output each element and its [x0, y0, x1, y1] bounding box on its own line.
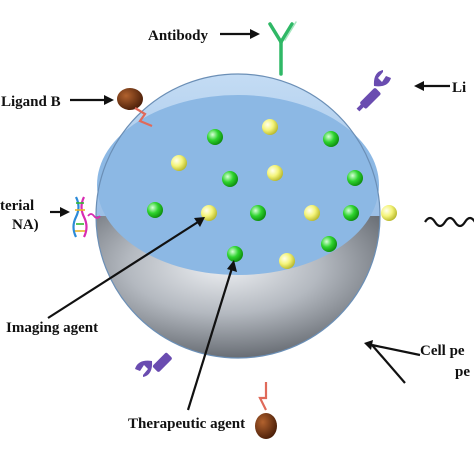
nanoparticle-sphere [95, 73, 381, 359]
green-agent [250, 205, 266, 221]
label-ligand-a: Li [452, 80, 466, 96]
wavy-peptide-icon [424, 216, 474, 228]
ligand-b-icon [255, 382, 277, 439]
label-cell-pe-line1: Cell pe [420, 343, 465, 359]
ligand-b-icon [117, 88, 153, 128]
sphere-outline [95, 73, 381, 359]
agent-particles [147, 119, 397, 269]
sphere-cross-section [97, 95, 379, 275]
ligand-a-icon [356, 70, 391, 112]
green-agent [227, 246, 243, 262]
label-imaging-agent: Imaging agent [6, 320, 98, 336]
label-therapeutic-agent: Therapeutic agent [128, 416, 245, 432]
green-agent [147, 202, 163, 218]
green-agent [323, 131, 339, 147]
label-antibody: Antibody [148, 28, 209, 44]
yellow-agent [267, 165, 283, 181]
label-ligand-b: Ligand B [1, 94, 61, 110]
green-agent [347, 170, 363, 186]
yellow-agent [304, 205, 320, 221]
green-agent [222, 171, 238, 187]
dna-helix-icon [72, 196, 101, 238]
yellow-agent [171, 155, 187, 171]
label-material-line1: terial [0, 198, 34, 214]
green-agent [207, 129, 223, 145]
green-agent [321, 236, 337, 252]
antibody-icon [268, 21, 297, 76]
yellow-agent [262, 119, 278, 135]
label-cell-pe-line2: pe [455, 364, 470, 380]
label-arrows [47, 29, 450, 411]
green-agent [343, 205, 359, 221]
yellow-agent [381, 205, 397, 221]
ligand-a-icon [135, 352, 172, 377]
label-material-line2: NA) [12, 217, 39, 233]
yellow-agent [279, 253, 295, 269]
